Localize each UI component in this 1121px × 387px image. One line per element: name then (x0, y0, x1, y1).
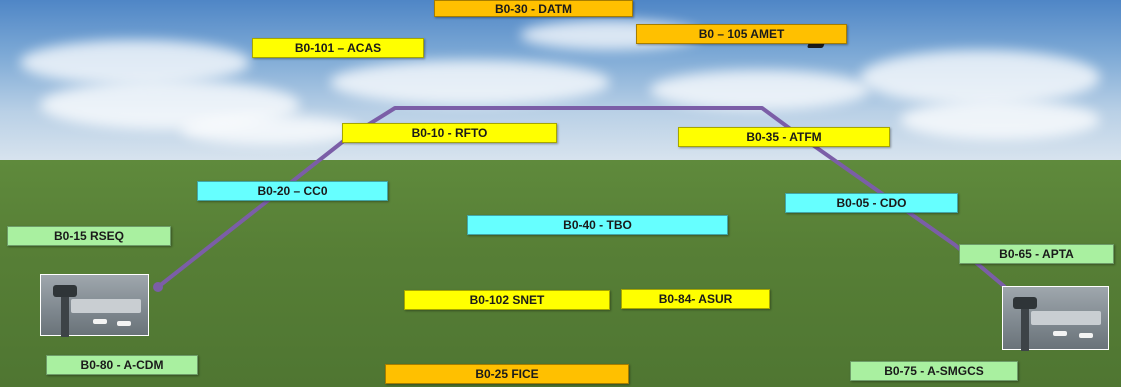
control-tower (1021, 305, 1029, 351)
label-b0-15-rseq: B0-15 RSEQ (7, 226, 171, 246)
label-b0-35-atfm: B0-35 - ATFM (678, 127, 890, 147)
label-b0-80-a-cdm: B0-80 - A-CDM (46, 355, 198, 375)
cloud (650, 70, 870, 110)
label-b0-40-tbo: B0-40 - TBO (467, 215, 728, 235)
label-b0-102-snet: B0-102 SNET (404, 290, 610, 310)
cloud (330, 60, 610, 105)
cloud (180, 115, 360, 145)
label-b0-30-datm: B0-30 - DATM (434, 0, 633, 17)
cloud (860, 50, 1100, 105)
right-airport-image (1002, 286, 1109, 351)
parked-plane (1053, 331, 1067, 336)
label-b0-65-apta: B0-65 - APTA (959, 244, 1114, 264)
label-b0-105-amet: B0 – 105 AMET (636, 24, 847, 44)
parked-plane (117, 321, 131, 326)
control-tower-cab (1013, 297, 1037, 309)
control-tower (61, 293, 69, 337)
label-b0-25-fice: B0-25 FICE (385, 364, 629, 384)
label-b0-10-rfto: B0-10 - RFTO (342, 123, 557, 143)
label-b0-05-cdo: B0-05 - CDO (785, 193, 958, 213)
parked-plane (1079, 333, 1093, 338)
cloud (900, 100, 1100, 140)
terminal-building (1031, 311, 1101, 325)
label-b0-101-acas: B0-101 – ACAS (252, 38, 424, 58)
flight-path-start-dot (153, 282, 163, 292)
control-tower-cab (53, 285, 77, 297)
sky-background (0, 0, 1121, 160)
parked-plane (93, 319, 107, 324)
cloud (20, 40, 250, 85)
terminal-building (71, 299, 141, 313)
label-b0-75-a-smgcs: B0-75 - A-SMGCS (850, 361, 1018, 381)
left-airport-image (40, 274, 149, 337)
label-b0-20-cc0: B0-20 – CC0 (197, 181, 388, 201)
label-b0-84-asur: B0-84- ASUR (621, 289, 770, 309)
